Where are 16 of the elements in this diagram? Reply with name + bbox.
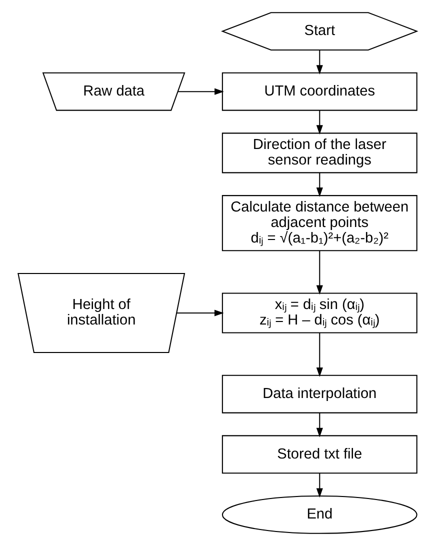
- node-ellipse: End: [222, 495, 418, 534]
- arrow: [316, 110, 323, 134]
- node-box: xᵢⱼ = dᵢⱼ sin (αᵢⱼ) zᵢⱼ = H – dᵢⱼ cos (αᵢⱼ): [222, 292, 418, 334]
- arrow: [316, 473, 323, 498]
- node-box: Stored txt file: [222, 435, 418, 474]
- arrow: [176, 310, 224, 316]
- arrow: [316, 50, 323, 74]
- arrow: [316, 412, 323, 438]
- arrow: [316, 250, 323, 295]
- node-box: Data interpolation: [222, 374, 418, 414]
- arrow: [178, 88, 224, 95]
- node-box: Direction of the laser sensor readings: [222, 132, 418, 174]
- node-box: UTM coordinates: [222, 72, 418, 111]
- arrow: [316, 172, 323, 197]
- node-box: Calculate distance between adjacent points dᵢⱼ = √(a₁-b₁)²+(a₂-b₂)²: [222, 195, 418, 252]
- arrow: [316, 332, 323, 377]
